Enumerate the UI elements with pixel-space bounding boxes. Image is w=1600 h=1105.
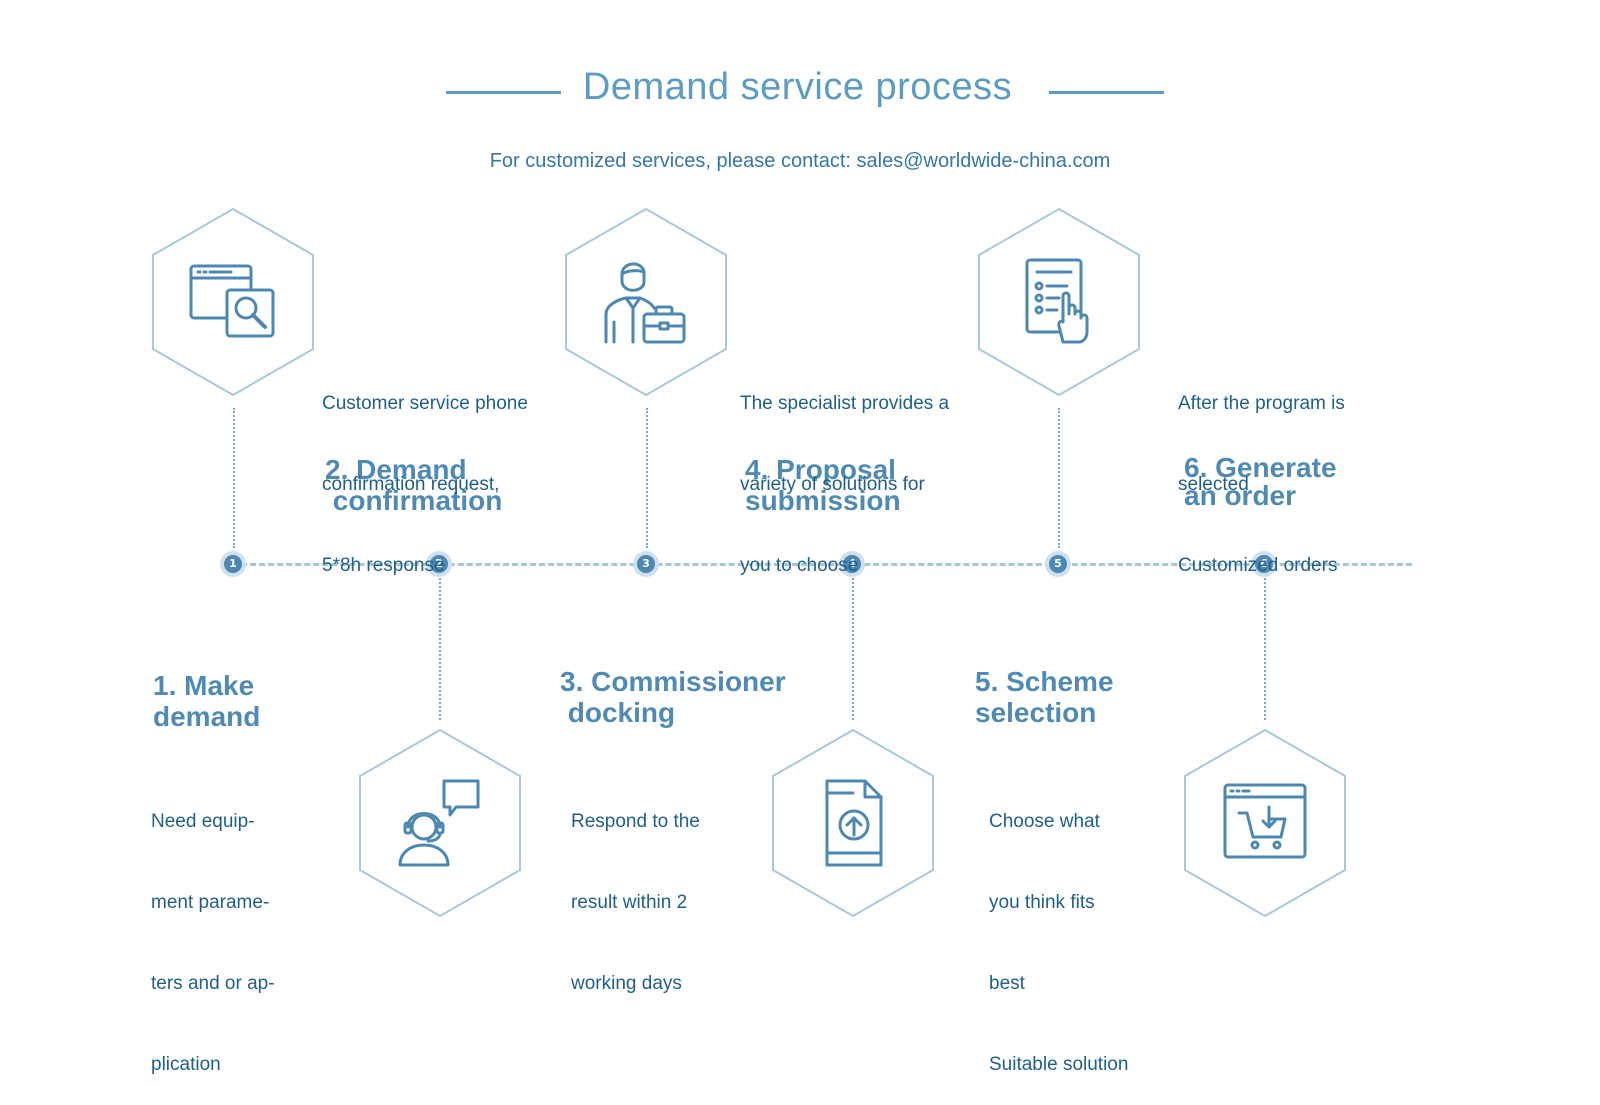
description-line: confirmation request,	[322, 474, 500, 495]
description-line: best	[989, 973, 1025, 994]
timeline-node-6: 6	[1251, 551, 1277, 577]
description-line: 5*8h response	[322, 555, 445, 576]
connector-step-2	[439, 578, 441, 720]
description-line: you to choose	[740, 555, 859, 576]
description-line: Choose what	[989, 811, 1100, 832]
hexagon-step-1	[150, 207, 316, 397]
description-line: Customized orders	[1178, 555, 1338, 576]
timeline-node-3: 3	[633, 551, 659, 577]
title-line: selection	[975, 697, 1097, 728]
header: Demand service process	[0, 62, 1600, 122]
timeline-node-1: 1	[220, 551, 246, 577]
title-line: 2. Demand	[325, 454, 467, 485]
connector-step-6	[1264, 578, 1266, 720]
step-6-description: After the program is selected Customized…	[1178, 336, 1345, 606]
hexagon-step-2	[357, 728, 523, 918]
description-line: Suitable solution	[989, 1054, 1129, 1075]
hexagon-step-6	[1182, 728, 1348, 918]
node-number: 2	[430, 555, 448, 573]
description-line: plication	[151, 1054, 221, 1075]
connector-step-3	[646, 408, 648, 548]
description-line: ters and or ap-	[151, 973, 275, 994]
customer-service-headset-icon	[398, 779, 480, 867]
contact-subtitle: For customized services, please contact:…	[489, 150, 1111, 172]
node-number: 5	[1049, 555, 1067, 573]
step-4-description: The specialist provides a variety of sol…	[740, 336, 949, 606]
step-2-title: 2. Demand confirmation	[325, 454, 502, 516]
checklist-hand-icon	[1025, 258, 1089, 344]
node-number: 1	[224, 555, 242, 573]
connector-step-1	[233, 408, 235, 548]
businessman-briefcase-icon	[604, 262, 686, 344]
title-line: 5. Scheme	[975, 666, 1114, 697]
timeline-node-5: 5	[1045, 551, 1071, 577]
title-line: submission	[745, 485, 901, 516]
connector-step-5	[1058, 408, 1060, 548]
description-line: After the program is	[1178, 393, 1345, 414]
hexagon-step-5	[976, 207, 1142, 397]
connector-step-4	[852, 578, 854, 720]
description-line: result within 2	[571, 892, 688, 913]
timeline-node-4: 4	[839, 551, 865, 577]
title-line: confirmation	[325, 485, 503, 516]
step-2-description: Customer service phone confirmation requ…	[322, 336, 528, 606]
page-title: Demand service process	[582, 66, 1013, 108]
description-line: Respond to the	[571, 811, 700, 832]
step-3-title: 3. Commissioner docking	[560, 666, 786, 728]
document-upload-icon	[825, 779, 883, 867]
node-number: 3	[637, 555, 655, 573]
description-line: working days	[571, 973, 682, 994]
step-1-description: Need equip- ment parame- ters and or ap-…	[151, 754, 275, 1105]
hexagon-step-4	[770, 728, 936, 918]
title-line: an order	[1184, 480, 1297, 511]
description-line: you think fits	[989, 892, 1095, 913]
step-5-description: Choose what you think fits best Suitable…	[989, 754, 1128, 1105]
description-line: Need equip-	[151, 811, 255, 832]
timeline-line	[232, 563, 1412, 566]
hexagon-step-3	[563, 207, 729, 397]
title-line: 1. Make	[153, 670, 255, 701]
title-line: docking	[560, 697, 676, 728]
node-number: 4	[843, 555, 861, 573]
title-divider-right	[1049, 91, 1164, 94]
title-line: 6. Generate	[1184, 452, 1337, 483]
description-line: Customer service phone	[322, 393, 528, 414]
description-line: ment parame-	[151, 892, 270, 913]
step-3-description: Respond to the result within 2 working d…	[571, 754, 700, 1024]
browser-search-icon	[189, 264, 275, 338]
title-line: 4. Proposal	[745, 454, 896, 485]
title-line: demand	[153, 701, 261, 732]
title-divider-left	[446, 91, 561, 94]
description-line: variety of solutions for	[740, 474, 925, 495]
shopping-cart-order-icon	[1223, 783, 1307, 859]
timeline-node-2: 2	[426, 551, 452, 577]
node-number: 6	[1255, 555, 1273, 573]
description-line: The specialist provides a	[740, 393, 950, 414]
title-line: 3. Commissioner	[560, 666, 786, 697]
description-line: selected	[1178, 474, 1249, 495]
